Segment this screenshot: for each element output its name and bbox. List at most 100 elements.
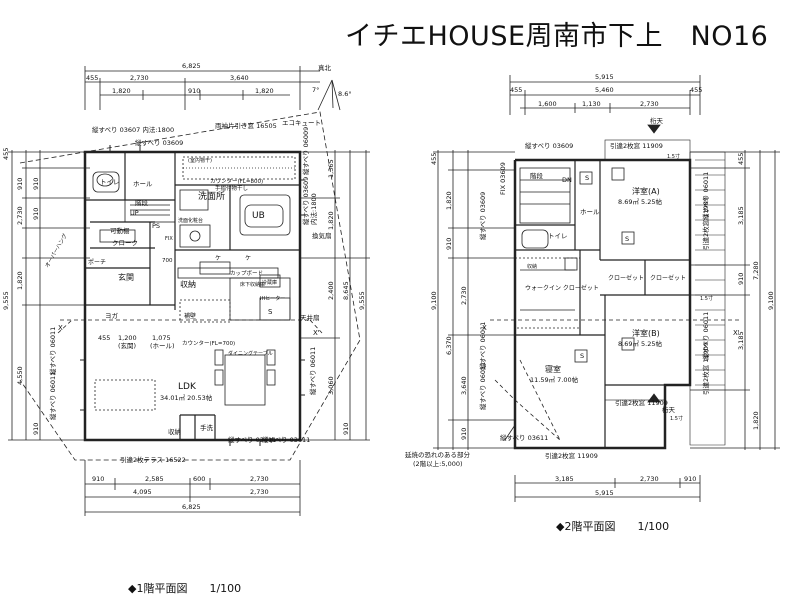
f2-window-7: 縦すべり 06011: [701, 172, 710, 220]
f2-room-s1: S: [585, 174, 589, 182]
f2-dim-right-3: 910: [737, 273, 745, 285]
floor2-fixtures: [514, 167, 635, 363]
f2-label-pitch-2: 1.5寸: [700, 295, 713, 302]
f2-dim-left-5: 9,100: [430, 291, 438, 310]
f2-dim-right-2: 3,185: [737, 206, 745, 225]
f1-room-ceiling-fan: 天井扇: [300, 313, 320, 322]
f2-dim-right-5: 9,100: [767, 291, 775, 310]
f1-dim-top-1: 455: [86, 74, 98, 82]
f1-window-12: 縦すべり 03611: [262, 435, 310, 444]
f2-room-dn: DN: [562, 176, 572, 184]
f1-dim-right-6: 3,060: [327, 376, 335, 395]
f1-window-6: 縦すべり 03609: [301, 177, 310, 225]
f1-dim-inner-3: (玄関): [118, 341, 136, 350]
roof-marker-bottom: [647, 393, 661, 403]
f1-dim-top-2: 2,730: [130, 74, 149, 82]
f1-label-north: 真北: [318, 63, 332, 72]
f1-dim-right-5: 2,400: [327, 281, 335, 300]
f2-dim-right-4: 7,280: [752, 261, 760, 280]
f2-dim-left-6: 6,370: [445, 336, 453, 355]
floor1-dimension-lines-top: [84, 66, 320, 110]
f2-label-pitch-1: 1.5寸: [667, 153, 680, 160]
f1-label-17: 700: [162, 258, 173, 264]
f2-room-stairs: 階段: [530, 171, 544, 180]
f2-dim-bottom-3: 910: [684, 475, 696, 483]
floor2-dimension-lines-left: [433, 150, 515, 450]
f2-room-storage: 収納: [527, 263, 537, 270]
f2-window-11: 引違2枚窓 11909: [701, 197, 710, 250]
f1-dim-left-8: 4,550: [16, 366, 24, 385]
f1-room-storage-2: 収納: [168, 427, 181, 436]
f2-label-pitch-3: 1.5寸: [670, 415, 683, 422]
f1-window-13: 引違2枚テラス 16522: [120, 455, 186, 464]
f2-room-wic: ウォークイン クローゼット: [525, 284, 599, 292]
f1-room-cloak: クローク: [112, 239, 138, 247]
f2-window-10: 引違2枚窓 11909: [615, 398, 668, 407]
floor2-section-lines: [490, 319, 740, 441]
f2-dim-bottom-1: 3,185: [555, 475, 574, 483]
f1-dim-left-9: 910: [32, 423, 40, 435]
f2-dim-left-2: 1,820: [445, 191, 453, 210]
f2-dim-top-2: 5,460: [595, 86, 614, 94]
f1-label-deg1: 7°: [312, 86, 319, 94]
f1-dim-top-3: 3,640: [230, 74, 249, 82]
f1-label-5: FIX: [165, 236, 173, 242]
f2-dim-left-8: 910: [460, 428, 468, 440]
f1-window-9: 縦すべり 06011: [48, 372, 57, 420]
f1-room-fan: 換気扇: [312, 231, 332, 240]
f1-dim-inner-4: 1,075: [152, 334, 171, 342]
floor2-dimension-lines-right: [690, 150, 780, 450]
f2-dim-bottom-2: 2,730: [640, 475, 659, 483]
f2-dim-right-1: 455: [737, 153, 745, 165]
f1-label-15: ダイニングテーブル: [228, 350, 273, 357]
f2-room-western-a: 洋室(A): [632, 186, 660, 196]
f2-dim-left-1: 455: [430, 153, 438, 165]
f2-room-western-b: 洋室(B): [632, 328, 660, 338]
f2-dim-right-7: 1,820: [752, 411, 760, 430]
f1-label-13: 補壁: [184, 312, 196, 320]
f2-dim-right-6: 3,185: [737, 331, 745, 350]
f2-dim-bottom-4: 5,915: [595, 489, 614, 497]
f2-window-1: 縦すべり 03609: [525, 141, 573, 150]
floor1-section-lines: [57, 304, 323, 334]
floor1-window-leaders: [80, 145, 305, 446]
f2-dim-top-5: 1,130: [582, 100, 601, 108]
f1-room-up: UP: [130, 209, 139, 217]
floor2-dimension-lines-bottom: [514, 475, 701, 502]
f1-dim-bottom-1: 910: [92, 475, 104, 483]
f2-room-s3: S: [580, 352, 584, 360]
f2-room-bedroom-area: 11.59㎡ 7.00帖: [530, 375, 579, 384]
f1-label-16: オーバーハング: [43, 231, 69, 269]
f1-label-11: S: [268, 308, 273, 316]
f2-label-roof-bottom: 桁天: [662, 405, 676, 414]
f2-window-6: 縦すべり 06011: [478, 362, 487, 410]
f1-label-3: 手摺付物干し: [215, 184, 248, 192]
f2-dim-left-4: 2,730: [460, 286, 468, 305]
f1-dim-top-6: 1,820: [255, 87, 274, 95]
f1-room-stairs: 階段: [135, 198, 149, 207]
north-arrow: [317, 79, 341, 111]
f1-room-ps: PS: [152, 222, 160, 230]
f1-label-deg2: 8.6°: [338, 90, 352, 98]
f2-label-fire-note-2: (2階以上:5,000): [413, 459, 463, 468]
f2-room-closet-1: クローゼット: [608, 274, 644, 282]
f1-room-washroom: 洗面所: [198, 190, 225, 202]
f1-room-ldk: LDK: [178, 382, 197, 392]
fire-note-leader: [504, 424, 516, 441]
f2-window-13: 引違2枚窓 11909: [701, 342, 710, 395]
f1-dim-bottom-6: 2,730: [250, 488, 269, 496]
f2-room-western-a-area: 8.69㎡ 5.25帖: [618, 197, 663, 206]
f1-dim-inner-1: 455: [98, 334, 110, 342]
f1-room-toilet: トイレ: [100, 178, 120, 186]
f1-room-ldk-area: 34.01㎡ 20.53帖: [160, 393, 213, 402]
f2-window-2: 引違2枚窓 11909: [610, 141, 663, 150]
f1-label-7: ケ: [245, 255, 251, 262]
f1-label-x: X: [58, 324, 63, 332]
f1-dim-left-5: 910: [32, 208, 40, 220]
floor1-dimension-lines-right: [300, 150, 370, 441]
f2-label-roof-top: 桁天: [650, 116, 664, 125]
f1-dim-left-3: 2,730: [16, 206, 24, 225]
f1-dim-inner-5: (ホール): [150, 342, 175, 350]
f2-room-s2: S: [625, 235, 629, 243]
